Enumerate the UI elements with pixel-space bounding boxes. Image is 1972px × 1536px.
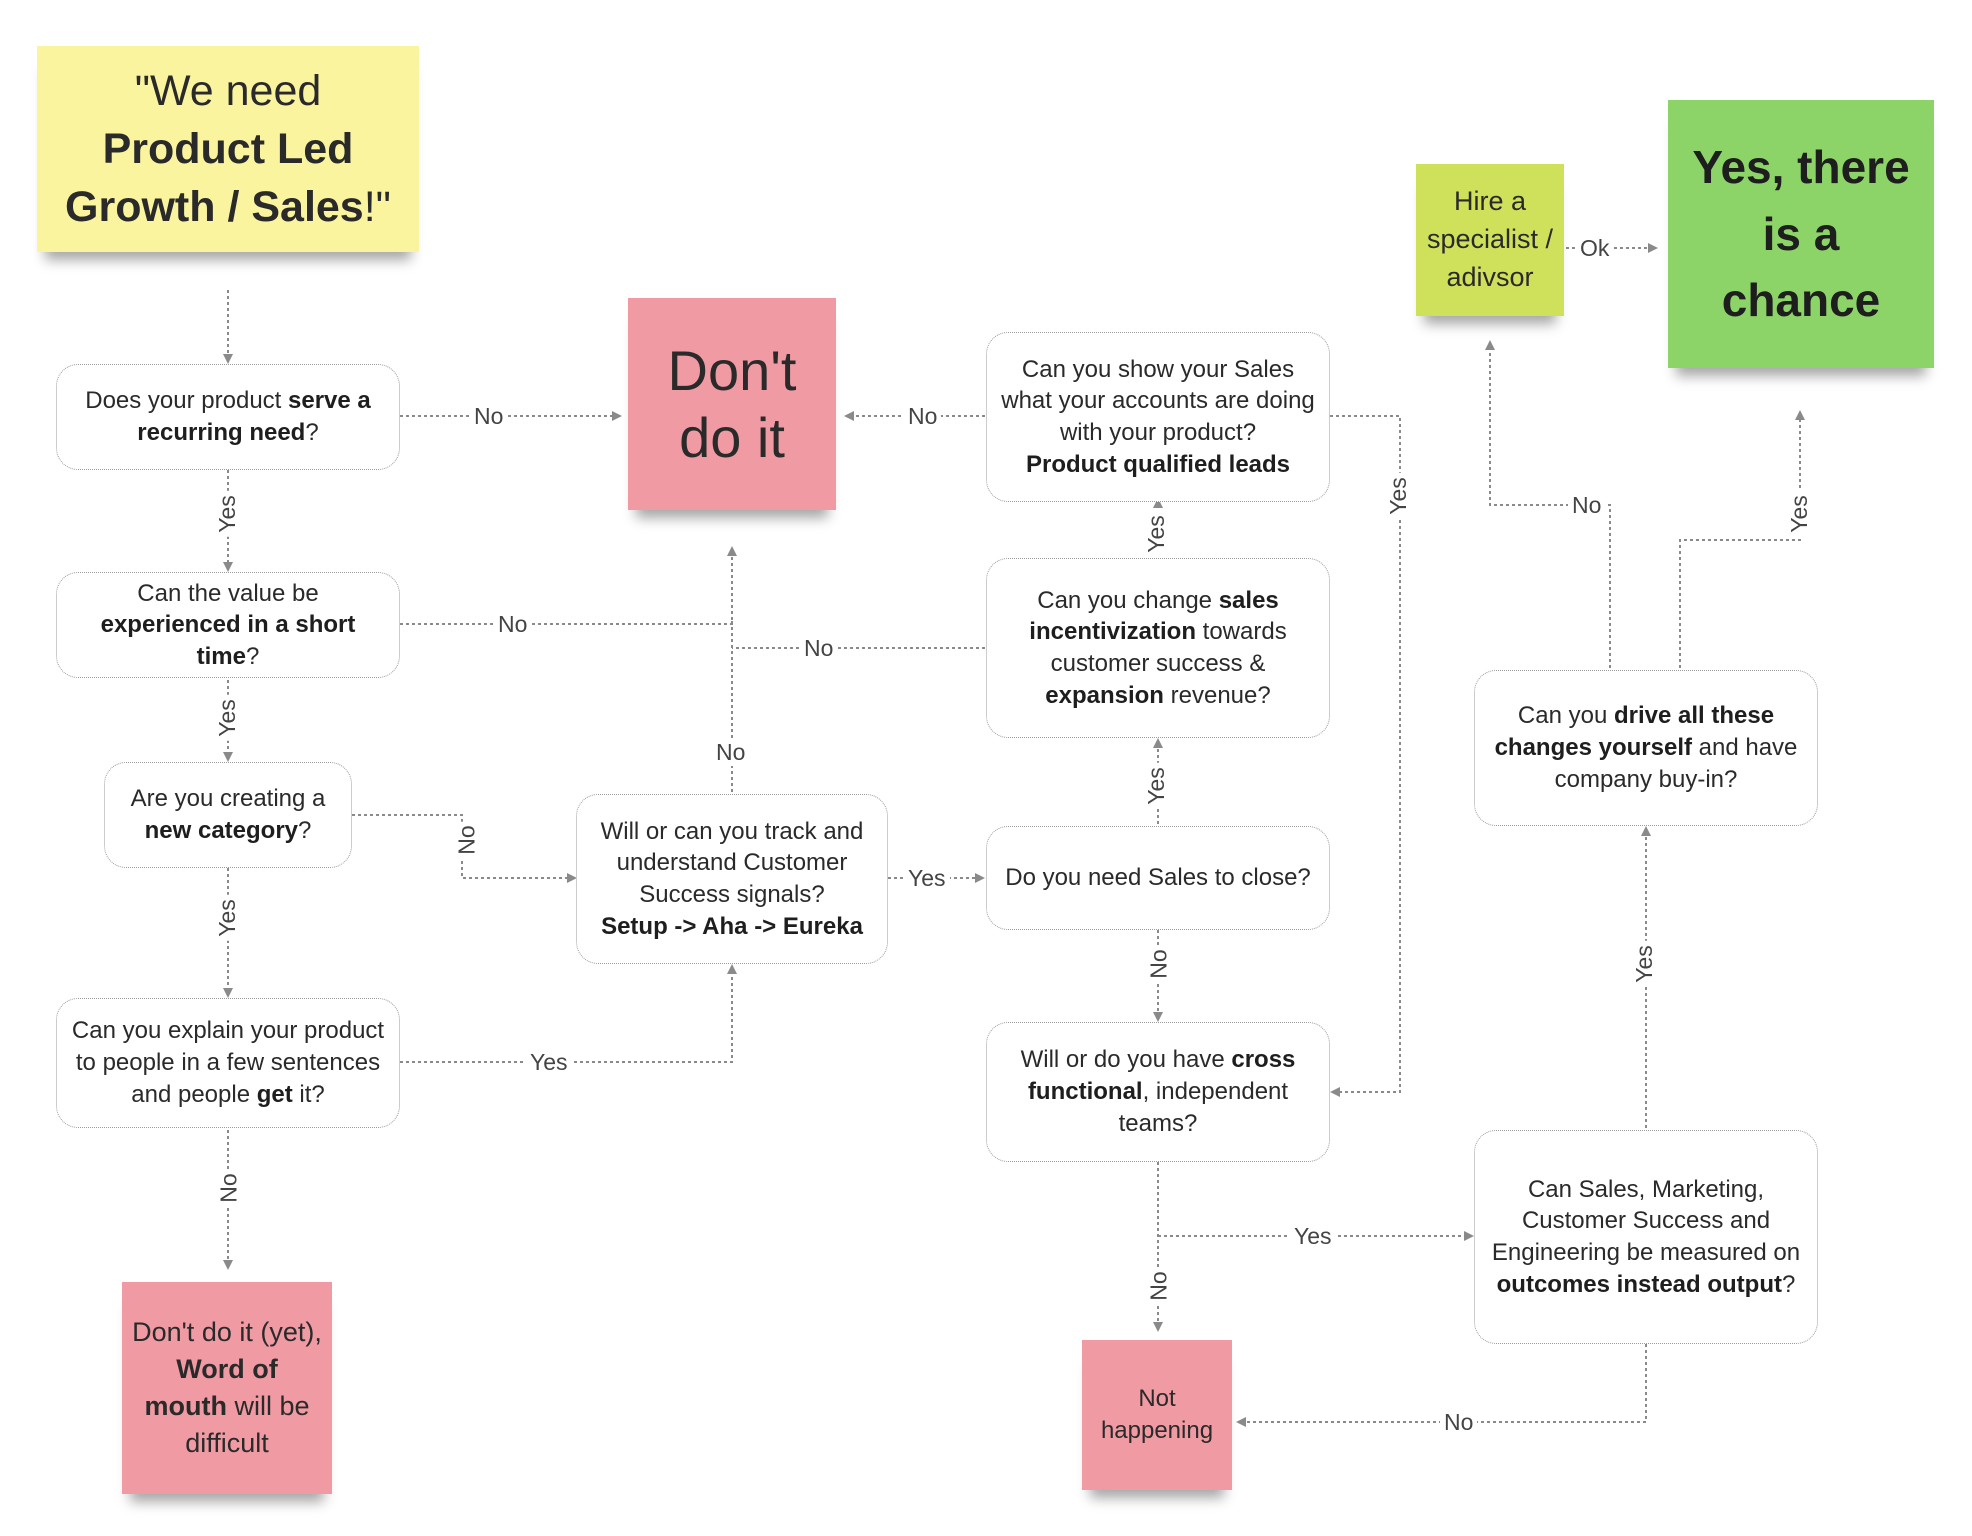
sticky-word-of-mouth: Don't do it (yet), Word of mouth will be… bbox=[122, 1282, 332, 1494]
start-line-3: Growth / Sales!" bbox=[65, 183, 391, 232]
edge-short-no-dont bbox=[400, 546, 737, 625]
label-cross-yes: Yes bbox=[1290, 1222, 1336, 1250]
label-drive-yes: Yes bbox=[1784, 491, 1813, 537]
label-track-yes: Yes bbox=[904, 864, 950, 892]
label-recurring-yes: Yes bbox=[212, 491, 241, 537]
label-category-no: No bbox=[452, 821, 481, 859]
start-sticky: "We need Product Led Growth / Sales!" bbox=[37, 46, 419, 252]
edge-drive-yes-chance bbox=[1679, 410, 1805, 668]
node-new-category[interactable]: Are you creating a new category? bbox=[104, 762, 352, 868]
node-sales-incentivization[interactable]: Can you change sales incentivization tow… bbox=[986, 558, 1330, 738]
node-drive-changes[interactable]: Can you drive all these changes yourself… bbox=[1474, 670, 1818, 826]
start-line-2: Product Led bbox=[102, 124, 354, 173]
label-explain-yes: Yes bbox=[526, 1048, 572, 1076]
label-short-yes: Yes bbox=[212, 695, 241, 741]
label-needsales-yes: Yes bbox=[1141, 763, 1170, 809]
sticky-not-happening: Not happening bbox=[1082, 1340, 1232, 1490]
label-explain-no: No bbox=[214, 1169, 243, 1207]
edge-explain-yes-track bbox=[400, 964, 737, 1063]
label-needsales-no: No bbox=[1144, 945, 1173, 983]
node-explain-product[interactable]: Can you explain your product to people i… bbox=[56, 998, 400, 1128]
label-measured-no: No bbox=[1440, 1408, 1478, 1436]
label-recurring-no: No bbox=[470, 402, 508, 430]
node-need-sales[interactable]: Do you need Sales to close? bbox=[986, 826, 1330, 930]
label-showsales-no: No bbox=[904, 402, 942, 430]
label-incentive-yes: Yes bbox=[1141, 511, 1170, 557]
label-short-no: No bbox=[494, 610, 532, 638]
node-track-cs-signals[interactable]: Will or can you track and understand Cus… bbox=[576, 794, 888, 964]
node-recurring-need[interactable]: Does your product serve a recurring need… bbox=[56, 364, 400, 470]
start-line-1: "We need bbox=[134, 66, 322, 115]
label-cross-no: No bbox=[1144, 1267, 1173, 1305]
label-incentive-no: No bbox=[800, 634, 838, 662]
label-category-yes: Yes bbox=[212, 895, 241, 941]
label-measured-yes: Yes bbox=[1629, 941, 1658, 987]
node-short-time[interactable]: Can the value be experienced in a short … bbox=[56, 572, 400, 678]
node-cross-functional[interactable]: Will or do you have cross functional, in… bbox=[986, 1022, 1330, 1162]
sticky-dont-do-it: Don't do it bbox=[628, 298, 836, 510]
node-measured-outcomes[interactable]: Can Sales, Marketing, Customer Success a… bbox=[1474, 1130, 1818, 1344]
edge-showsales-yes-cross bbox=[1330, 415, 1401, 1097]
label-showsales-yes: Yes bbox=[1383, 473, 1412, 519]
node-show-sales[interactable]: Can you show your Sales what your accoun… bbox=[986, 332, 1330, 502]
label-track-no: No bbox=[712, 738, 750, 766]
sticky-yes-chance: Yes, there is a chance bbox=[1668, 100, 1934, 368]
edge-measured-no-nothappening bbox=[1236, 1344, 1647, 1427]
edge-drive-no-hire bbox=[1485, 340, 1611, 668]
label-hire-ok: Ok bbox=[1576, 234, 1614, 262]
label-drive-no: No bbox=[1568, 491, 1606, 519]
sticky-hire-specialist: Hire a specialist / adivsor bbox=[1416, 164, 1564, 316]
edge-category-no-track bbox=[352, 814, 577, 883]
